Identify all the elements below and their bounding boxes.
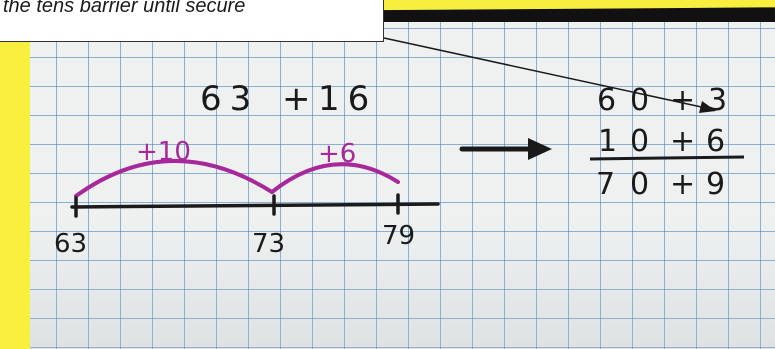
number-line-label: 79 — [382, 221, 415, 251]
callout-note-text: the tens barrier until secure — [3, 0, 246, 17]
partition-total-line — [589, 155, 745, 161]
sum-plus: + — [282, 79, 311, 119]
partition-addition: 6 0 + 3 1 0 + 6 7 0 + 9 — [596, 83, 727, 202]
pointer-arrowhead — [699, 101, 716, 113]
jump-arcs — [74, 159, 400, 198]
callout-pointer — [383, 37, 716, 113]
pointer-line — [383, 37, 707, 109]
number-line-axis — [70, 202, 440, 209]
jump-label-six: +6 — [318, 139, 356, 169]
partition-digit: 3 — [708, 83, 727, 118]
partition-digit: 0 — [630, 83, 649, 118]
partition-digit: 7 — [596, 167, 615, 202]
number-line-label: 73 — [252, 229, 285, 259]
transform-arrow — [459, 138, 552, 160]
arrow-head — [528, 138, 552, 160]
yellow-frame-left — [0, 0, 30, 349]
partition-digit: 1 — [598, 124, 617, 159]
sum-right-operand: 16 — [318, 79, 377, 119]
partition-digit: 6 — [597, 83, 616, 118]
jump-arc-six — [270, 162, 400, 194]
number-line — [70, 193, 440, 218]
partition-digit: 6 — [706, 124, 725, 159]
paper-shadow — [30, 22, 775, 349]
jump-labels: +10 +6 — [136, 137, 356, 169]
sum-expression: 63 + 16 — [200, 79, 377, 119]
partition-digit: 0 — [630, 124, 649, 159]
squared-paper — [30, 22, 775, 349]
partition-digit: 0 — [630, 167, 649, 202]
partition-plus: + — [670, 167, 695, 202]
jump-label-ten: +10 — [136, 137, 191, 167]
partition-digit: 9 — [706, 167, 725, 202]
number-line-labels: 63 73 79 — [54, 221, 415, 259]
jump-arc-ten — [74, 159, 274, 198]
number-line-label: 63 — [54, 229, 87, 259]
sum-left-operand: 63 — [200, 79, 259, 119]
partition-plus: + — [670, 124, 695, 159]
callout-note: the tens barrier until secure — [0, 0, 384, 42]
